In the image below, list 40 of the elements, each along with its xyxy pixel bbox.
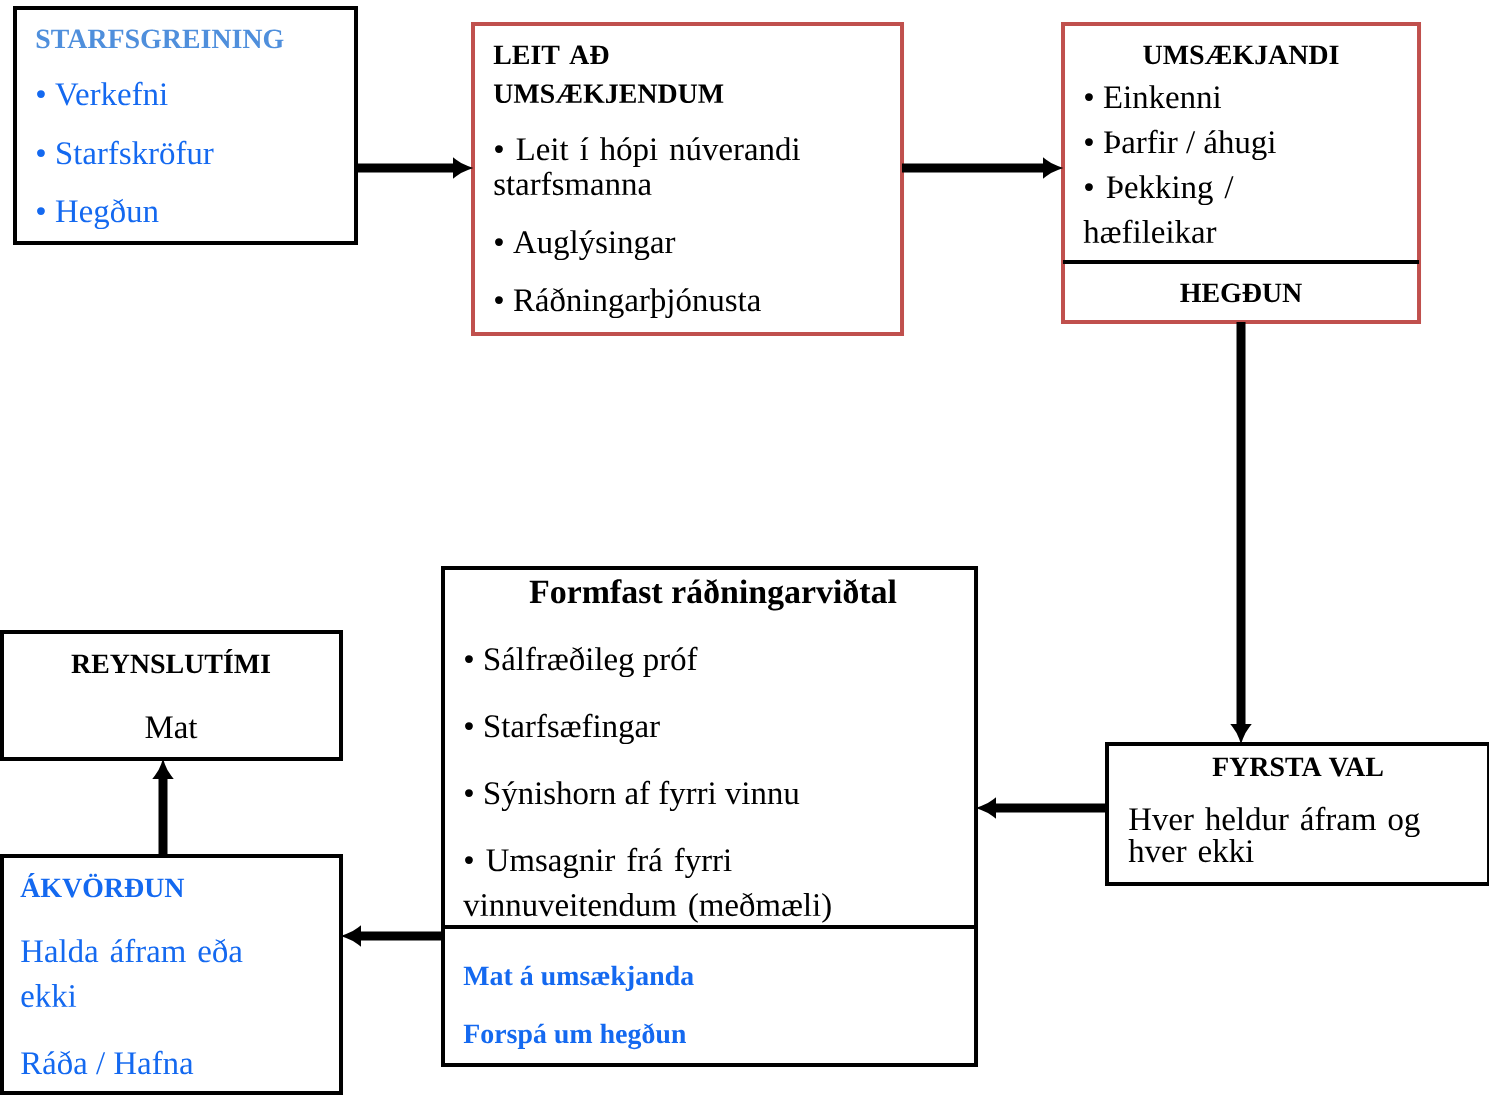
list-item: Ráða / Hafna bbox=[21, 1050, 194, 1075]
list-item: • Starfsæfingar bbox=[465, 713, 660, 745]
process-box bbox=[13, 6, 358, 245]
list-item: • Þekking / hæfileikar bbox=[1083, 175, 1234, 244]
process-box bbox=[471, 22, 904, 336]
heading-text: HEGÐUN bbox=[1180, 283, 1302, 303]
arrow bbox=[154, 762, 172, 856]
list-item: • Einkenni bbox=[1085, 85, 1221, 109]
heading-text: REYNSLUTÍMI bbox=[71, 649, 270, 674]
list-item: Halda áfram eða ekki bbox=[21, 938, 243, 1008]
process-box bbox=[1061, 22, 1421, 324]
heading-text: STARFSGREINING bbox=[36, 29, 284, 49]
process-box bbox=[0, 854, 343, 1095]
list-item: • Auglýsingar bbox=[495, 230, 676, 261]
list-item: • Verkefni bbox=[37, 81, 168, 106]
heading-text: Mat á umsækjanda bbox=[463, 965, 694, 991]
list-item: • Ráðningarþjónusta bbox=[495, 287, 761, 319]
heading-text: Formfast ráðningarviðtal bbox=[529, 578, 897, 611]
list-item: • Umsagnir frá fyrri vinnuveitendum (meðmæli) bbox=[463, 847, 831, 923]
heading-text: LEIT AÐ UMSÆKJENDUM bbox=[493, 45, 724, 104]
list-item: • Þarfir / áhugi bbox=[1085, 129, 1276, 161]
arrow bbox=[979, 799, 1107, 817]
process-box bbox=[1105, 742, 1489, 886]
list-item: Hver heldur áfram og hver ekki bbox=[1128, 806, 1420, 863]
heading-text: ÁKVÖRÐUN bbox=[20, 873, 185, 898]
heading-text: FYRSTA VAL bbox=[1212, 757, 1383, 777]
list-item: • Sýnishorn af fyrri vinnu bbox=[465, 780, 800, 812]
list-item: • Sálfræðileg próf bbox=[465, 646, 698, 678]
heading-text: UMSÆKJANDI bbox=[1143, 45, 1339, 65]
process-box bbox=[0, 630, 343, 761]
list-item: • Leit í hópi núverandi starfsmanna bbox=[494, 137, 800, 196]
process-box bbox=[441, 566, 978, 1067]
list-item: • Hegðun bbox=[37, 198, 159, 230]
arrow bbox=[344, 927, 443, 945]
list-item: • Starfskröfur bbox=[37, 140, 214, 165]
arrow bbox=[902, 159, 1060, 177]
list-item: Mat bbox=[145, 716, 198, 739]
arrow bbox=[1232, 322, 1250, 741]
heading-text: Forspá um hegðun bbox=[463, 1023, 686, 1050]
arrow bbox=[356, 159, 470, 177]
